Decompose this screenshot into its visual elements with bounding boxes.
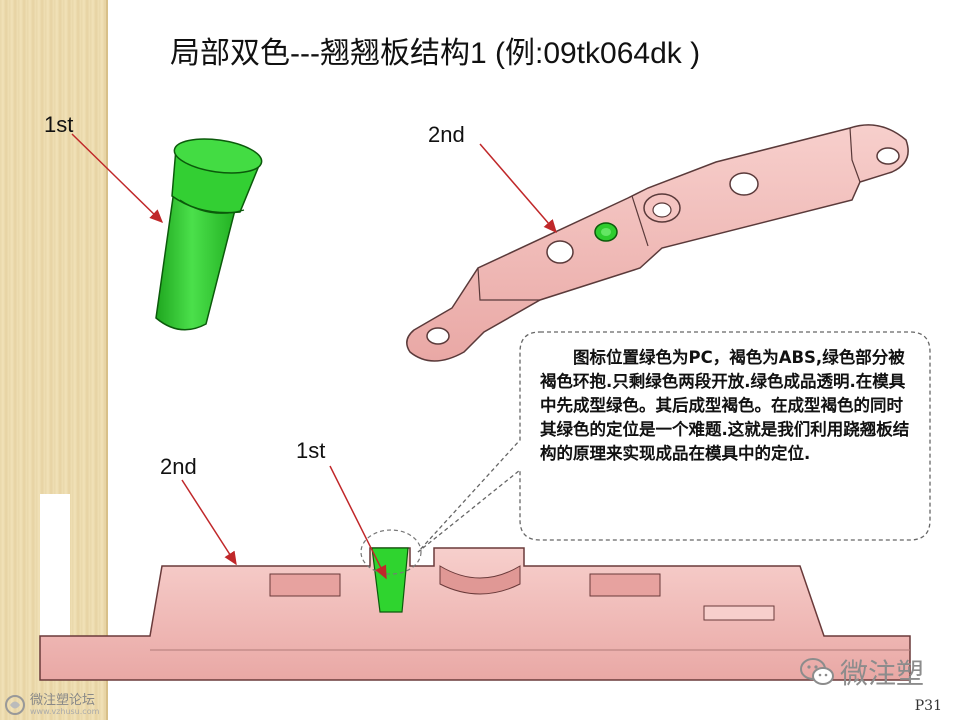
callout-paragraph: 图标位置绿色为PC，褐色为ABS,绿色部分被褐色环抱.只剩绿色两段开放.绿色成品… <box>540 348 910 463</box>
arrow-2nd-bottom <box>181 479 237 566</box>
forum-url: www.vzhusu.com <box>30 707 100 716</box>
callout-bubble <box>417 331 931 553</box>
slide-title: 局部双色---翘翘板结构1 (例:09tk064dk ) <box>170 37 701 70</box>
forum-watermark: 微注塑论坛 www.vzhusu.com <box>4 694 99 716</box>
brand-name: 微注塑 <box>839 657 924 690</box>
arrow-2nd-top <box>479 143 557 234</box>
arrow-1st-top <box>71 133 164 224</box>
wechat-icon <box>799 658 834 685</box>
pink-abs-part-3d <box>406 124 909 362</box>
label-second-shot-bottom: 2nd <box>160 454 197 479</box>
arrow-1st-bottom <box>329 465 387 580</box>
forum-logo-icon <box>5 695 25 715</box>
label-second-shot-top: 2nd <box>428 122 465 147</box>
label-first-shot-bottom: 1st <box>296 438 326 463</box>
page-number: P31 <box>914 698 942 714</box>
section-view <box>39 494 911 681</box>
green-pc-part <box>155 138 263 331</box>
sidebar-edge <box>106 0 108 720</box>
forum-name: 微注塑论坛 <box>30 693 96 708</box>
label-first-shot-top: 1st <box>44 112 74 137</box>
callout-text: 图标位置绿色为PC，褐色为ABS,绿色部分被褐色环抱.只剩绿色两段开放.绿色成品… <box>540 346 918 466</box>
brand-watermark: 微注塑 <box>799 652 924 692</box>
